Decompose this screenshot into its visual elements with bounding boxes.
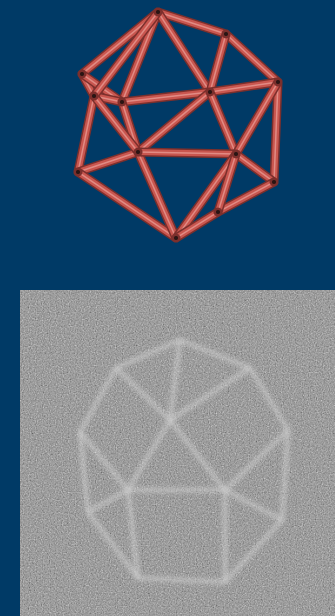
strut-joint-hole xyxy=(136,150,140,154)
icosahedron-wireframe-model xyxy=(60,4,288,248)
strut-joint-hole xyxy=(208,90,212,94)
strut-joint-hole xyxy=(234,152,238,156)
strut-joint-hole xyxy=(156,10,160,14)
strut-joint-hole xyxy=(224,32,228,36)
electron-micrograph-panel xyxy=(20,290,335,616)
strut-joint-hole xyxy=(92,94,96,98)
strut-joint-hole xyxy=(276,80,280,84)
strut-highlight xyxy=(210,34,226,92)
strut-joint-hole xyxy=(76,170,80,174)
strut-highlight xyxy=(226,34,278,82)
strut-highlight xyxy=(236,154,274,182)
model-struts xyxy=(78,12,278,238)
strut-joint-hole xyxy=(80,72,84,76)
micrograph-fine-grain xyxy=(20,290,335,616)
strut-highlight xyxy=(78,152,138,172)
strut-highlight xyxy=(210,92,236,154)
strut-joint-hole xyxy=(120,100,124,104)
strut-joint-hole xyxy=(272,180,276,184)
electron-micrograph xyxy=(20,290,335,616)
icosahedron-model-panel xyxy=(60,4,288,248)
strut-joint-hole xyxy=(216,210,220,214)
strut-highlight xyxy=(78,96,94,172)
strut-joint-hole xyxy=(174,236,178,240)
